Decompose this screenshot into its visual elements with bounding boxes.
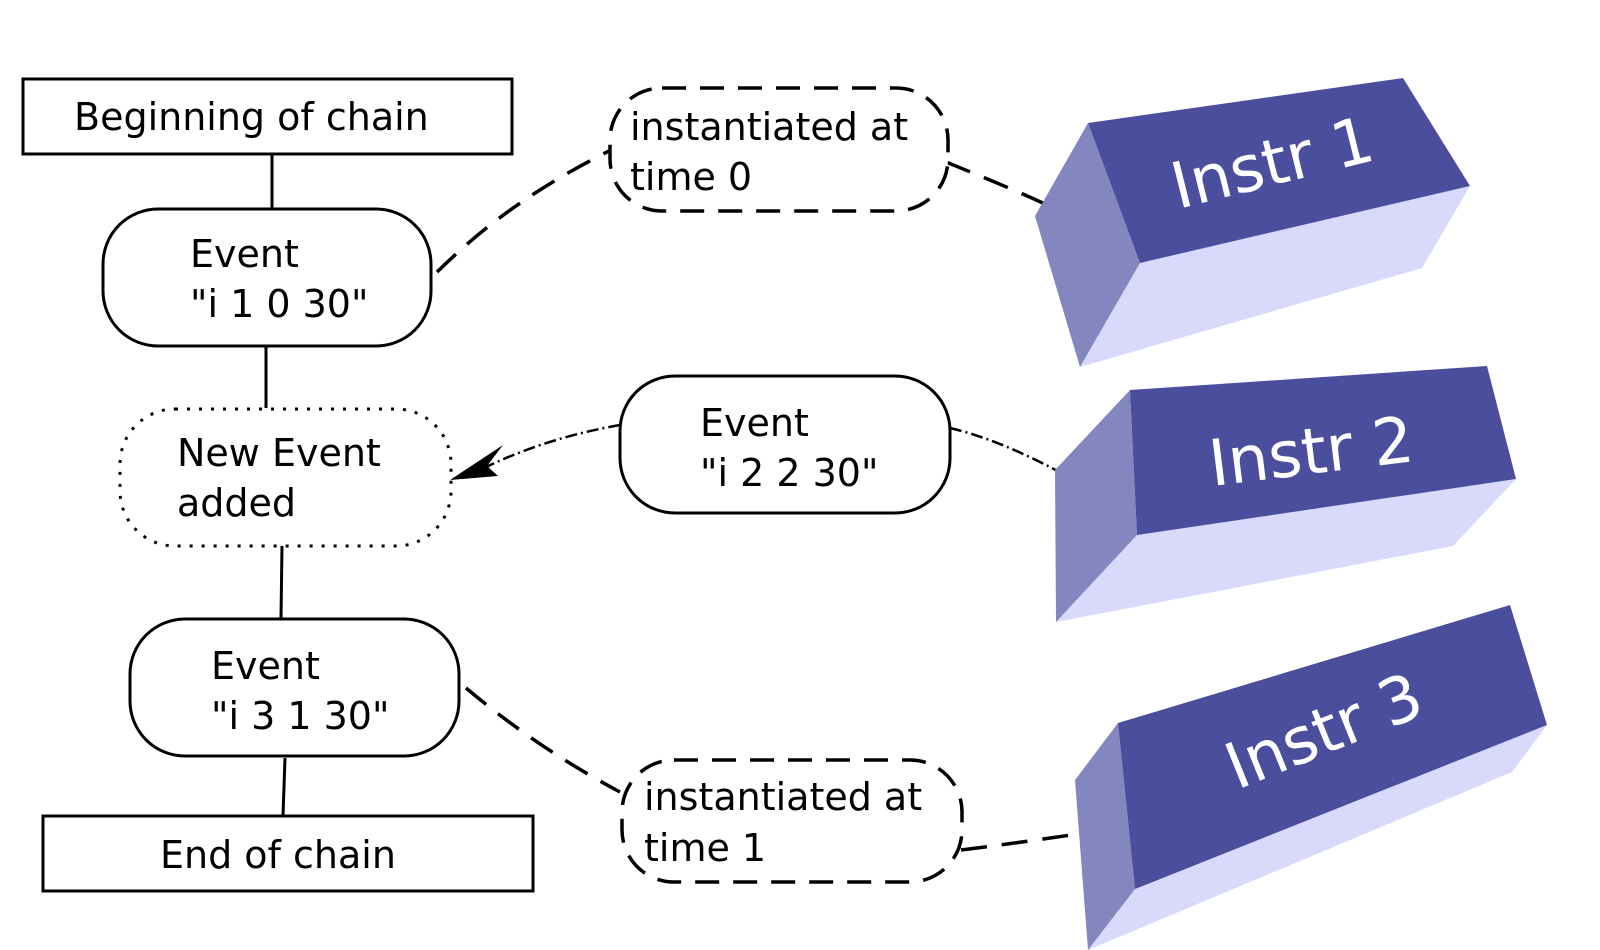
node-event-2: Event "i 2 2 30" (618, 374, 952, 515)
note-bottom-line1: instantiated at (644, 775, 922, 819)
instr-1-block: Instr 1 (1035, 78, 1470, 367)
instr-2-block: Instr 2 (1055, 366, 1516, 622)
new-event-label-line2: added (177, 481, 296, 525)
note-top-line1: instantiated at (630, 105, 908, 149)
note-instantiated-time-1: instantiated at time 1 (620, 758, 964, 884)
connector-event3-to-end (281, 757, 287, 817)
note-top-line2: time 0 (630, 155, 752, 199)
instr-3-front-face (1088, 725, 1547, 950)
event-3-label-line2: "i 3 1 30" (211, 694, 389, 738)
event-1-label-line1: Event (190, 232, 299, 276)
chain-connectors (264, 153, 287, 817)
new-event-label-line1: New Event (177, 431, 381, 475)
instr-2-front-face (1056, 479, 1516, 622)
event-3-label-line1: Event (211, 644, 320, 688)
connector-note-bottom-to-instr3 (960, 830, 1093, 852)
event-2-label-line1: Event (700, 401, 809, 445)
event-2-label-line2: "i 2 2 30" (700, 451, 878, 495)
beginning-of-chain-label: Beginning of chain (74, 95, 429, 139)
arrowhead-into-new-event (450, 445, 503, 480)
instr-2-side-face (1055, 390, 1137, 622)
note-bottom-line2: time 1 (644, 826, 766, 870)
node-event-3: Event "i 3 1 30" (128, 617, 461, 758)
connector-event1-to-note-top (435, 146, 616, 274)
note-instantiated-time-0: instantiated at time 0 (608, 86, 950, 213)
connector-new-event-to-event3 (279, 545, 284, 619)
end-of-chain-label: End of chain (160, 833, 396, 877)
instr-2-top-face (1130, 366, 1516, 535)
connector-event3-to-note-bottom (464, 686, 621, 794)
instr-1-top-face (1088, 78, 1470, 263)
node-event-1: Event "i 1 0 30" (101, 207, 433, 348)
node-end-of-chain: End of chain (41, 814, 535, 893)
instr-1-side-face (1035, 123, 1140, 367)
node-new-event-added: New Event added (118, 407, 453, 548)
instr-1-front-face (1080, 186, 1470, 367)
event-1-label-line2: "i 1 0 30" (190, 282, 368, 326)
arrow-middle-event-to-new-event (479, 423, 621, 472)
instr-3-block: Instr 3 (1075, 605, 1547, 950)
node-beginning-of-chain: Beginning of chain (21, 77, 514, 156)
instr-3-side-face (1075, 723, 1135, 950)
instr-3-top-face (1118, 605, 1547, 889)
